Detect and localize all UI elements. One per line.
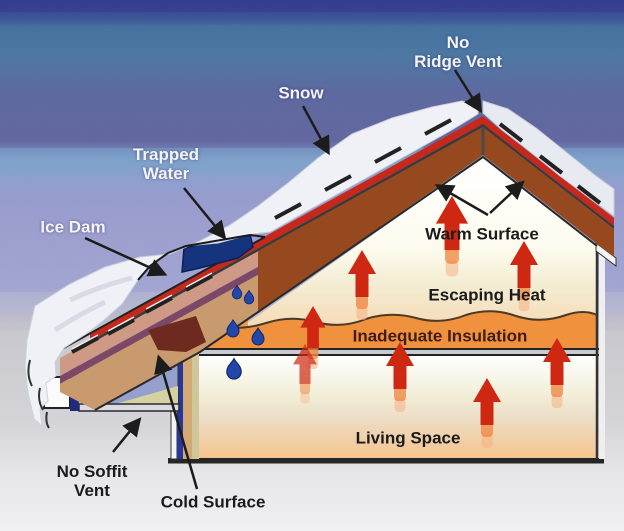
living-space-room [178, 356, 597, 459]
wet-stain [148, 316, 206, 352]
snow-pointer [301, 105, 330, 156]
warm-surface-pointer-left [434, 184, 489, 217]
label-no-ridge-vent: No Ridge Vent [414, 33, 502, 71]
snow-shading [53, 275, 133, 333]
roof-deck [258, 127, 614, 312]
label-trapped-water-line2: Water [142, 164, 190, 183]
attic-space [243, 157, 597, 332]
label-no-soffit-vent: No Soffit Vent [57, 462, 128, 500]
label-no-ridge-vent-line2: Ridge Vent [414, 52, 502, 71]
exposed-shingles [60, 245, 265, 376]
label-snow: Snow [278, 83, 324, 103]
soffit-vent-pointer [112, 417, 142, 453]
pointer-arrows [84, 69, 525, 490]
insulation-top-edge [169, 310, 598, 335]
trapped-water-pointer [183, 187, 227, 240]
label-trapped-water: Trapped Water [133, 145, 199, 183]
floor-slab [168, 458, 604, 464]
warm-surface-pointer-right [489, 180, 525, 214]
shingle-stripe [60, 263, 265, 384]
ridge-vent-pointer [453, 69, 482, 114]
shingle-dashes [71, 118, 602, 354]
ice-dam-pointer [84, 236, 168, 277]
label-cold-surface: Cold Surface [160, 492, 266, 512]
label-no-ridge-vent-line1: No [446, 33, 470, 52]
label-escaping-heat: Escaping Heat [428, 285, 546, 305]
roof-assembly [59, 116, 614, 411]
snow-left-slope [24, 100, 479, 428]
label-no-soffit-vent-line2: Vent [74, 481, 110, 500]
right-gable-wall [595, 242, 617, 459]
label-inadequate-insulation: Inadequate Insulation [352, 326, 528, 346]
icicles [27, 359, 50, 429]
cold-surface-pointer [154, 354, 199, 490]
label-ice-dam: Ice Dam [40, 217, 106, 237]
label-trapped-water-line1: Trapped [132, 145, 200, 164]
label-living-space: Living Space [355, 428, 461, 448]
label-no-soffit-vent-line1: No Soffit [56, 462, 128, 481]
label-warm-surface: Warm Surface [425, 224, 539, 244]
roof-underside-edge [94, 155, 598, 411]
